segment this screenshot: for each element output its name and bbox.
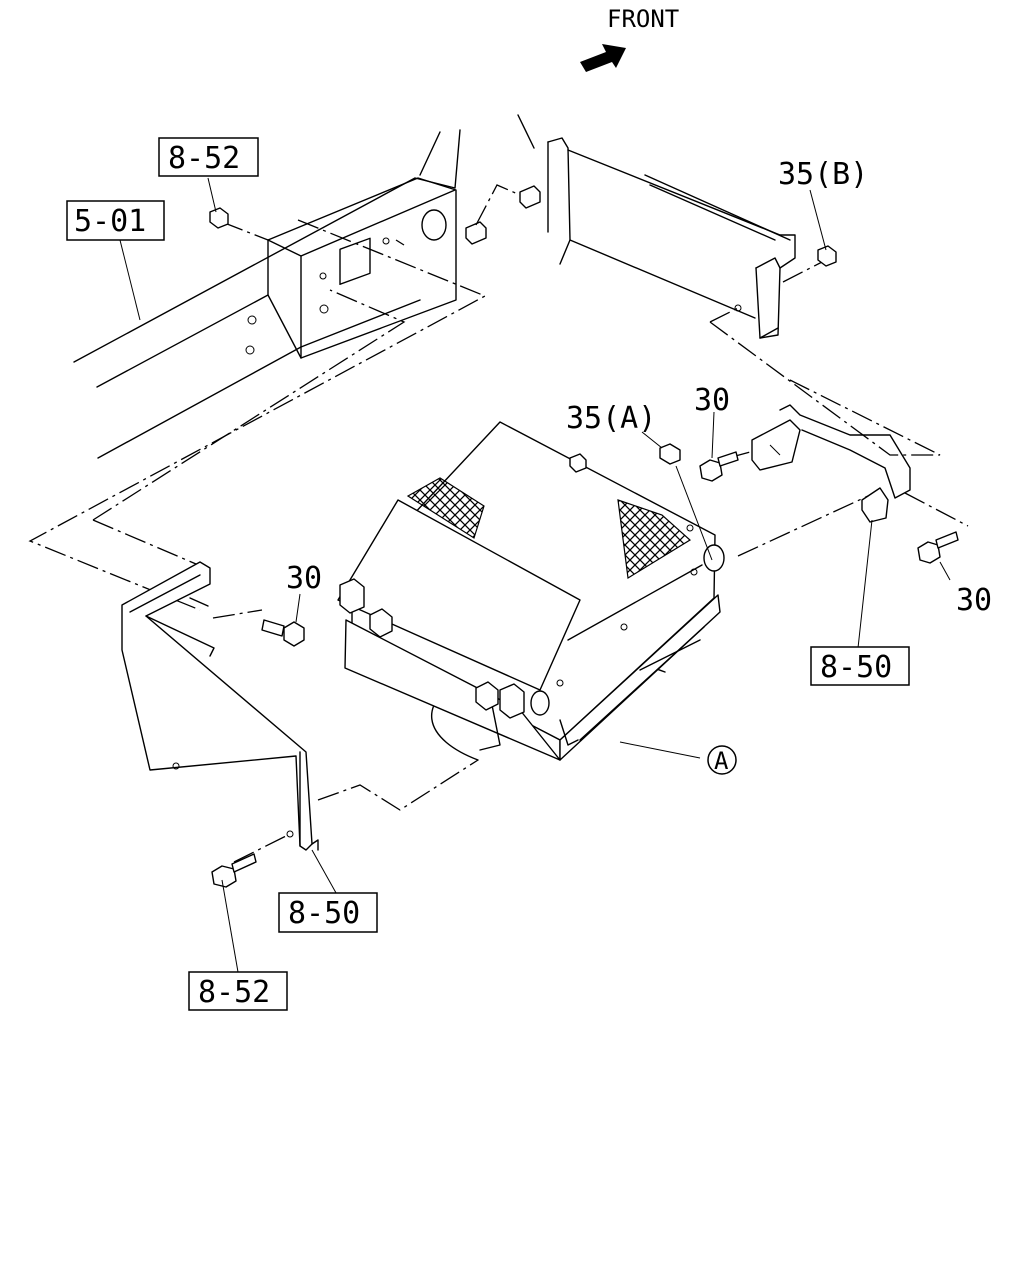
callout-30-left[interactable]: 30: [286, 561, 322, 596]
left-lower-bracket: [121, 561, 319, 851]
callout-501-text: 5-01: [74, 204, 146, 239]
callout-852-top[interactable]: 8-52: [158, 137, 259, 177]
callout-852-top-text: 8-52: [168, 141, 240, 176]
callout-30-top-text: 30: [694, 383, 730, 418]
callout-30-top[interactable]: 30: [694, 383, 730, 418]
callout-35b[interactable]: 35(B): [778, 157, 868, 192]
bolt-30-left: [261, 619, 305, 647]
callout-30-right[interactable]: 30: [956, 583, 992, 618]
bolt-30-top: [699, 451, 739, 482]
callout-850-right-text: 8-50: [820, 650, 892, 685]
callout-850-bottom-text: 8-50: [288, 896, 360, 931]
bolt-852-bottom: [211, 853, 257, 888]
callout-501[interactable]: 5-01: [66, 200, 165, 241]
right-mounting-bracket: [751, 404, 911, 523]
callout-35b-text: 35(B): [778, 157, 868, 192]
rail-bolts: [465, 137, 571, 265]
callout-850-right[interactable]: 8-50: [810, 646, 910, 686]
front-arrow-icon: [580, 44, 626, 72]
leader-lines: [119, 177, 951, 973]
nut-35a: [659, 443, 681, 465]
callout-852-bottom[interactable]: 8-52: [188, 971, 288, 1011]
callout-30-right-text: 30: [956, 583, 992, 618]
callout-35a[interactable]: 35(A): [566, 401, 656, 436]
detail-marker-a[interactable]: A: [707, 745, 737, 775]
callout-30-left-text: 30: [286, 561, 322, 596]
nut-852-top: [209, 207, 229, 229]
bolt-30-right: [917, 531, 959, 564]
callout-35a-text: 35(A): [566, 401, 656, 436]
central-unit: [337, 421, 725, 761]
detail-marker-a-text: A: [714, 747, 729, 775]
front-label: FRONT: [607, 5, 679, 33]
nut-35b: [817, 245, 837, 267]
upper-right-bracket: [567, 149, 796, 339]
callout-852-bottom-text: 8-52: [198, 975, 270, 1010]
frame-rail: [73, 114, 535, 459]
callout-850-bottom[interactable]: 8-50: [278, 892, 378, 933]
front-direction-indicator: FRONT: [580, 5, 679, 72]
